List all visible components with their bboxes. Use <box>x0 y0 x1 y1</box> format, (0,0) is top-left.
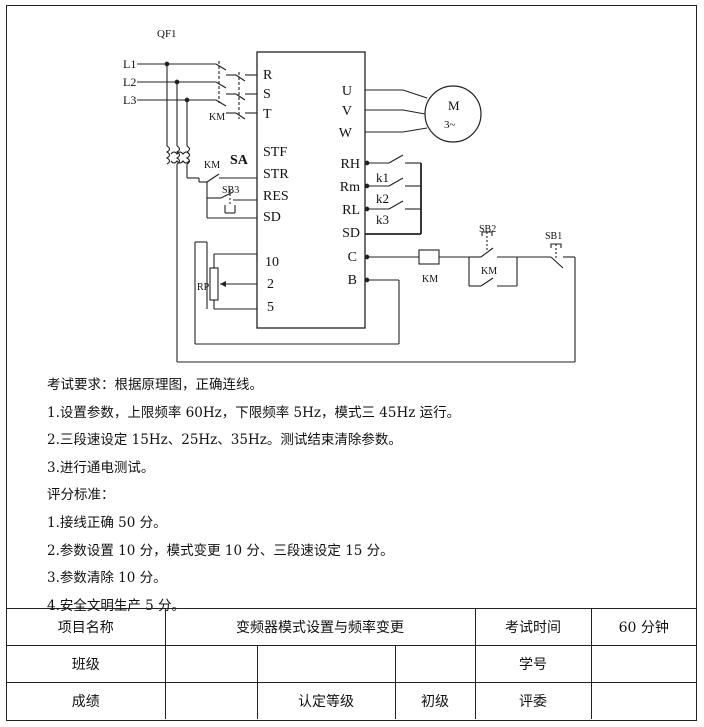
terminal-res: RES <box>263 189 289 204</box>
requirements: 考试要求：根据原理图，正确连线。 1.设置参数，上限频率 60Hz，下限频率 5… <box>47 372 460 620</box>
level-value: 初级 <box>394 682 476 719</box>
sb2-label: SB2 <box>479 224 496 235</box>
class-label: 班级 <box>7 645 166 683</box>
requirement-line: 2.参数设置 10 分，模式变更 10 分、三段速设定 15 分。 <box>47 542 394 559</box>
motor-phase-label: 3~ <box>444 119 456 131</box>
score-value-cell[interactable] <box>164 682 258 719</box>
terminal-rl: RL <box>342 203 360 218</box>
speed-switch-k2: k2 <box>376 191 389 206</box>
requirement-line: 评分标准： <box>47 487 115 504</box>
km-contact-label: KM <box>481 266 497 277</box>
terminal-s: S <box>263 87 271 102</box>
motor-symbol <box>424 85 482 143</box>
qf1-label: QF1 <box>157 28 177 40</box>
terminal-2: 2 <box>267 277 274 292</box>
requirement-line: 3.进行通电测试。 <box>47 459 155 476</box>
terminal-rm: Rm <box>340 180 360 195</box>
terminal-w: W <box>339 126 353 141</box>
time-value: 60 分钟 <box>590 608 697 646</box>
line-l1-label: L1 <box>123 57 136 71</box>
judge-value-cell[interactable] <box>590 682 697 719</box>
km-main-label: KM <box>209 112 225 123</box>
terminal-stf: STF <box>263 145 287 160</box>
requirement-line: 考试要求：根据原理图，正确连线。 <box>47 377 263 393</box>
terminal-b: B <box>348 273 357 288</box>
terminal-sd-right: SD <box>342 226 360 241</box>
motor-label: M <box>448 98 460 113</box>
exam-sheet: QF1 L1 L2 L3 KM <box>6 5 697 721</box>
terminal-t: T <box>263 107 272 122</box>
speed-switch-k1: k1 <box>376 170 389 185</box>
terminal-v: V <box>342 104 352 119</box>
sa-label: SA <box>230 153 249 168</box>
terminal-str: STR <box>263 167 289 182</box>
judge-label: 评委 <box>474 682 592 719</box>
project-value: 变频器模式设置与频率变更 <box>164 608 476 646</box>
rp-label: RP <box>197 282 210 293</box>
table-row: 成绩 认定等级 初级 评委 <box>7 682 697 719</box>
speed-switch-k3: k3 <box>376 212 389 227</box>
terminal-rh: RH <box>341 157 360 172</box>
score-label: 成绩 <box>7 682 166 719</box>
km-coil <box>418 249 440 265</box>
id-value-cell[interactable] <box>590 645 697 683</box>
info-table: 项目名称 变频器模式设置与频率变更 考试时间 60 分钟 班级 学号 成绩 认定… <box>7 608 697 719</box>
level-label: 认定等级 <box>256 682 396 719</box>
class-value-cell[interactable] <box>394 645 476 683</box>
line-l2-label: L2 <box>123 75 136 89</box>
terminal-sd-left: SD <box>263 210 281 225</box>
requirement-line: 1.接线正确 50 分。 <box>47 514 167 531</box>
class-value-cell[interactable] <box>164 645 258 683</box>
terminal-10: 10 <box>265 255 279 270</box>
wiring-diagram: QF1 L1 L2 L3 KM <box>123 28 576 363</box>
line-l3-label: L3 <box>123 93 136 107</box>
terminal-c: C <box>348 250 357 265</box>
sb1-label: SB1 <box>545 231 562 242</box>
class-value-cell[interactable] <box>256 645 396 683</box>
requirement-line: 1.设置参数，上限频率 60Hz，下限频率 5Hz，模式三 45Hz 运行。 <box>47 404 461 421</box>
requirement-line: 3.参数清除 10 分。 <box>47 570 167 587</box>
rp-resistor <box>209 267 219 301</box>
terminal-r: R <box>263 68 273 83</box>
sb3-label: SB3 <box>222 185 239 196</box>
km-coil-label: KM <box>422 274 438 285</box>
terminal-u: U <box>342 84 352 99</box>
id-label: 学号 <box>474 645 592 683</box>
requirement-line: 2.三段速设定 15Hz、25Hz、35Hz。测试结束清除参数。 <box>47 432 402 449</box>
table-row: 项目名称 变频器模式设置与频率变更 考试时间 60 分钟 <box>7 608 697 646</box>
time-label: 考试时间 <box>474 608 592 646</box>
inverter-box <box>256 51 366 329</box>
project-label: 项目名称 <box>7 608 166 646</box>
terminal-5: 5 <box>267 300 274 315</box>
km-ctrl-label: KM <box>204 160 220 171</box>
table-row: 班级 学号 <box>7 645 697 683</box>
